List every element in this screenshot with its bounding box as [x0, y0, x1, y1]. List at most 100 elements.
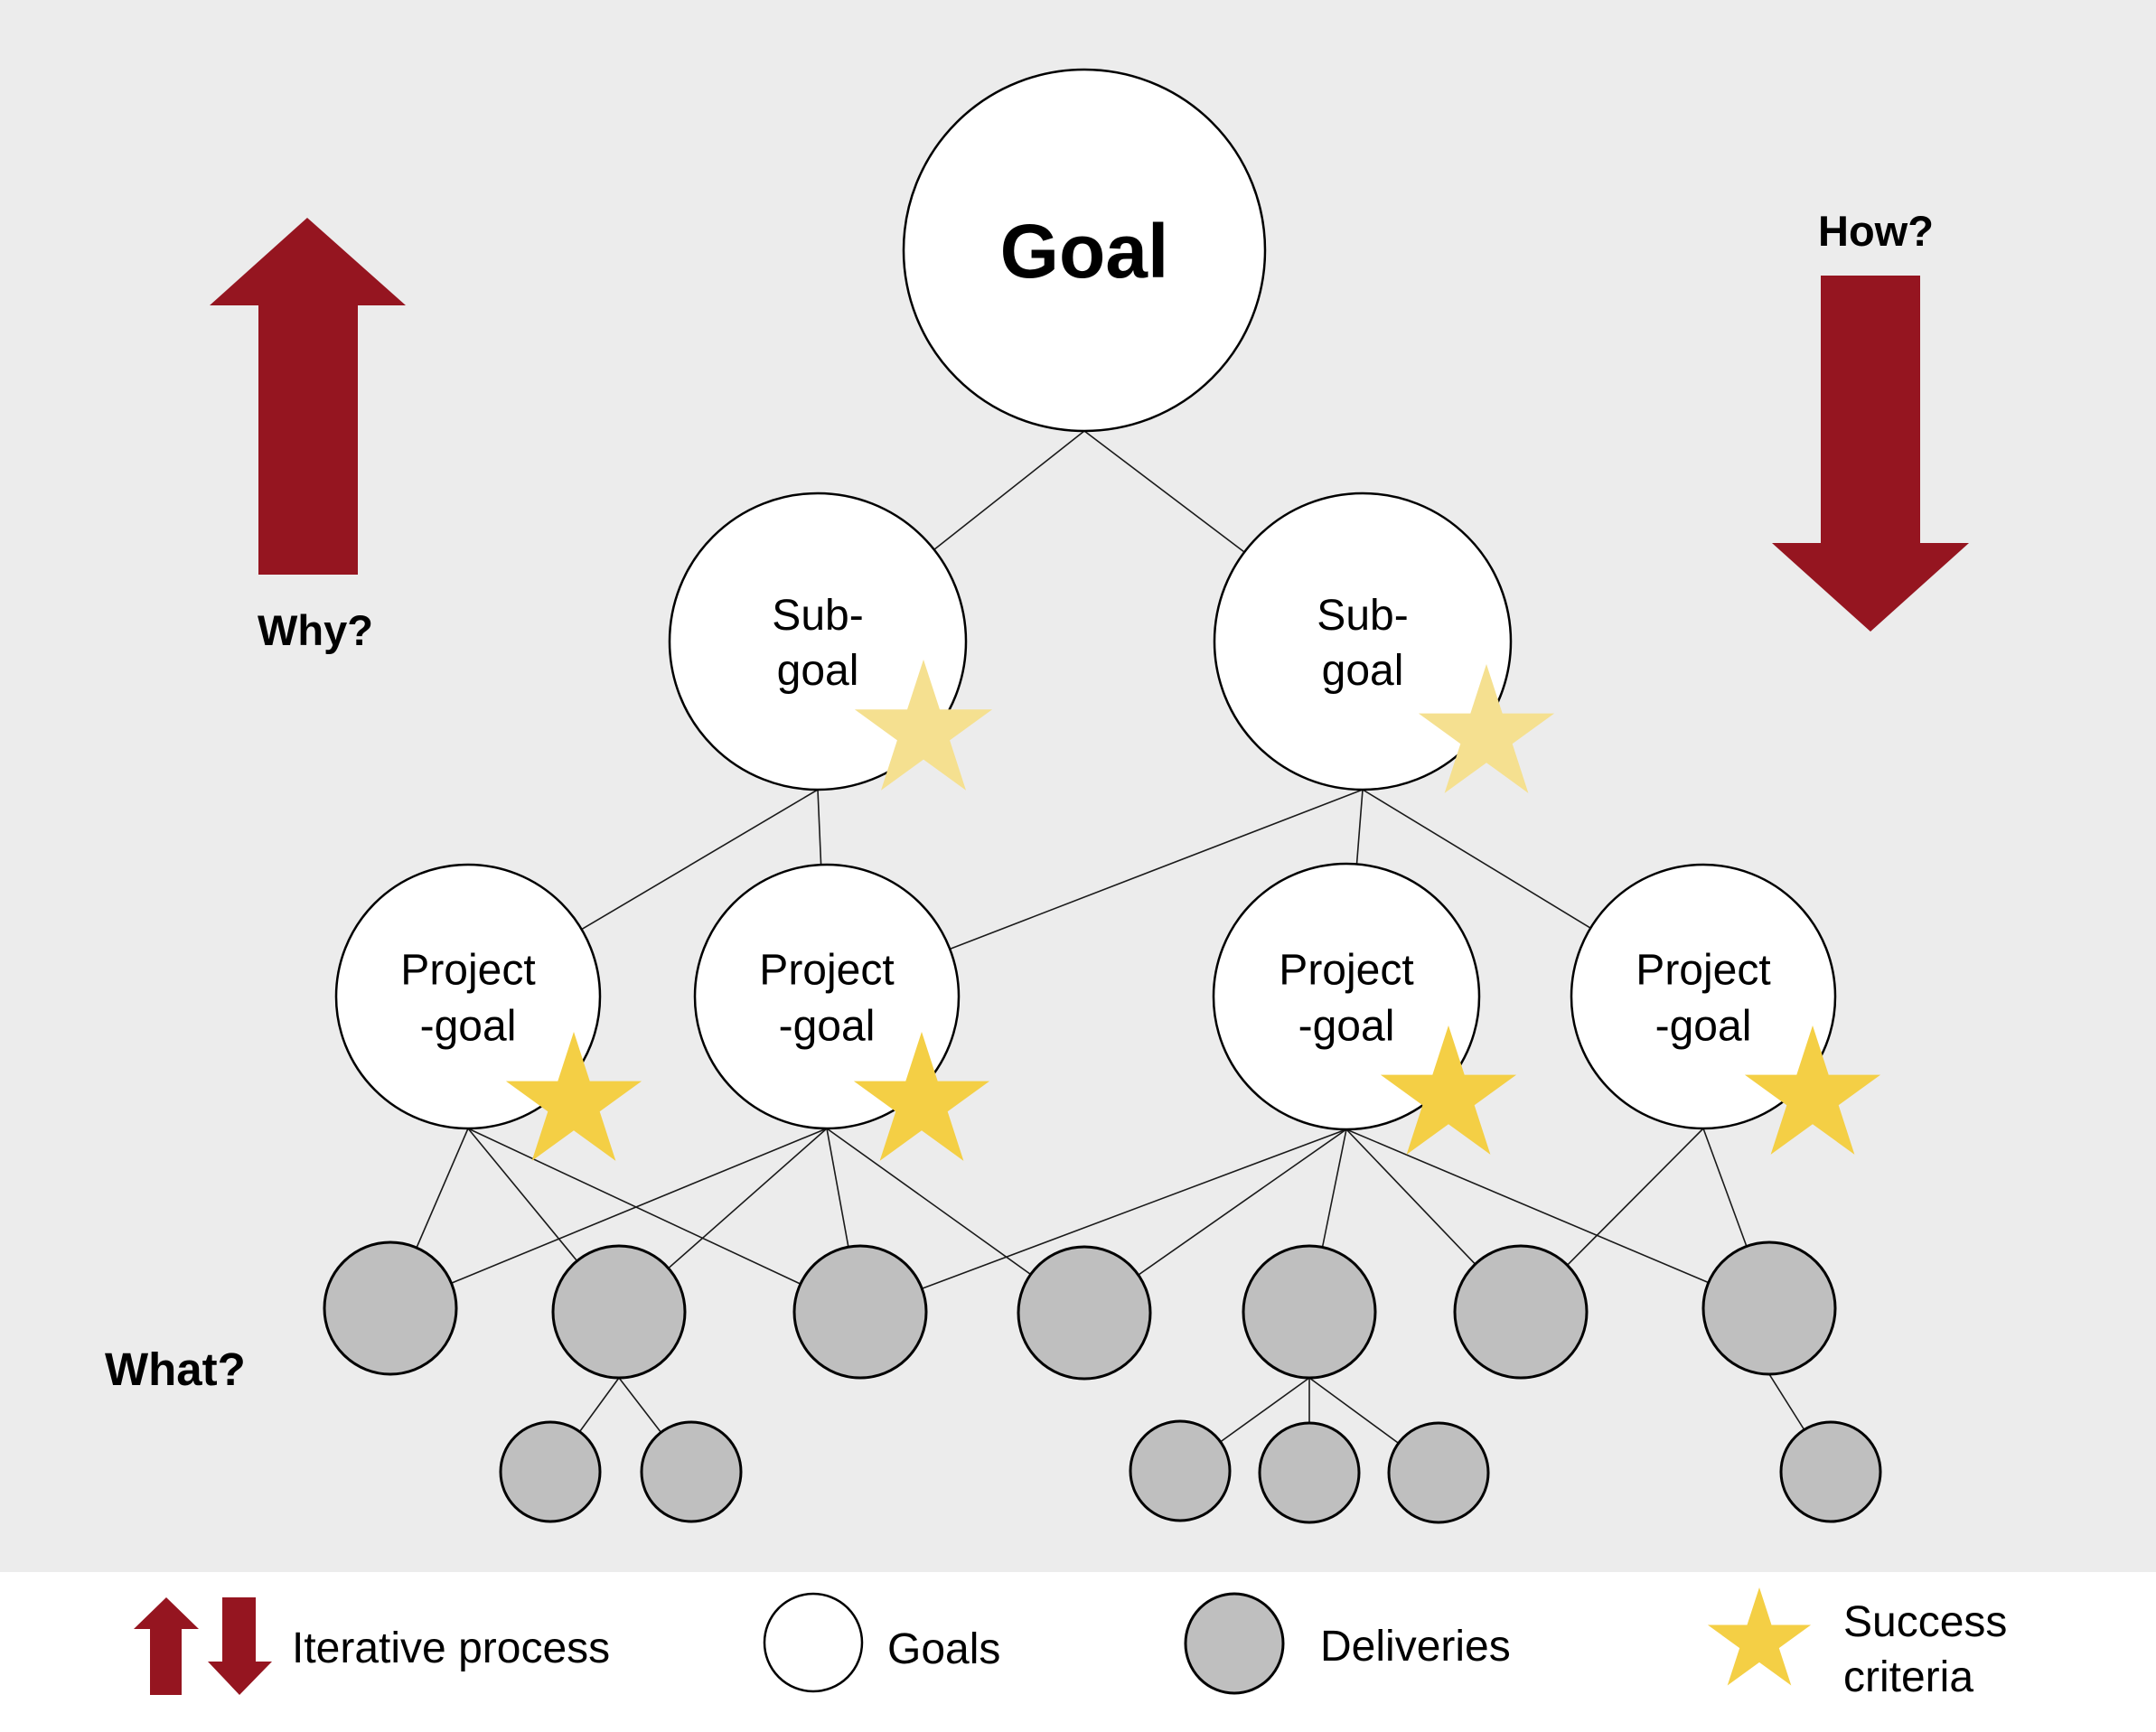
- edge-pg2-d2: [668, 1128, 828, 1269]
- project-goal-node-pg2: Project -goal: [693, 863, 961, 1130]
- delivery-node-d7: [1701, 1240, 1837, 1376]
- success-criteria-star-icon: [1418, 664, 1555, 793]
- edge-pg2-d4: [826, 1128, 1032, 1276]
- sub-goal-label: Sub-: [1317, 592, 1408, 640]
- legend-item-success: Success criteria: [1707, 1587, 2007, 1701]
- delivery-node-d5: [1242, 1244, 1377, 1380]
- goal-circle: [1570, 863, 1837, 1130]
- legend-item-goals: Goals: [763, 1592, 1000, 1693]
- success-stars: [505, 660, 1881, 1161]
- edge-sg1-pg2: [817, 789, 822, 866]
- success-criteria-star-icon: [1744, 1025, 1881, 1155]
- delivery-circle: [640, 1420, 743, 1523]
- edge-pg2-d3: [826, 1128, 849, 1248]
- delivery-circle: [1017, 1245, 1152, 1381]
- delivery-circle: [1453, 1244, 1589, 1380]
- delivery-node-s1: [499, 1420, 602, 1523]
- edge-d5-s5: [1308, 1377, 1400, 1445]
- legend-item-deliveries: Deliveries: [1184, 1592, 1511, 1695]
- edge-pg1-d3: [467, 1128, 801, 1285]
- project-goal-node-pg1: Project -goal: [334, 863, 602, 1130]
- edge-pg3-d4: [1138, 1128, 1347, 1276]
- why-up-arrow-icon: [210, 218, 406, 575]
- goal-label: Goal: [1000, 209, 1169, 294]
- edge-pg3-d5: [1321, 1128, 1347, 1248]
- goal-circle: [1212, 862, 1481, 1131]
- delivery-node-d3: [792, 1244, 928, 1380]
- legend-gray-circle-icon: [1184, 1592, 1285, 1695]
- legend-white-circle-icon: [763, 1592, 864, 1693]
- delivery-circle: [1129, 1419, 1232, 1522]
- legend-label-success-line2: criteria: [1843, 1653, 1973, 1701]
- goal-circle: [334, 863, 602, 1130]
- delivery-node-s4: [1258, 1421, 1361, 1524]
- edge-goal-sg1: [933, 430, 1085, 551]
- success-criteria-star-icon: [505, 1032, 642, 1161]
- edge-pg4-d6: [1566, 1128, 1704, 1266]
- sub-goal-label: Sub-: [772, 592, 863, 640]
- edge-pg3-d6: [1345, 1128, 1476, 1265]
- delivery-node-s6: [1779, 1420, 1882, 1523]
- delivery-node-s3: [1129, 1419, 1232, 1522]
- why-label: Why?: [258, 606, 373, 654]
- sub-goal-label: goal: [1322, 647, 1404, 695]
- edge-pg3-d3: [922, 1128, 1347, 1290]
- success-criteria-star-icon: [1380, 1025, 1517, 1155]
- edge-sg2-pg2: [949, 789, 1364, 950]
- goal-circle: [902, 68, 1267, 433]
- edge-sg2-pg3: [1355, 789, 1364, 865]
- edges: [416, 430, 1805, 1445]
- delivery-circle: [323, 1240, 458, 1376]
- edge-goal-sg2: [1083, 430, 1245, 553]
- legend-label-deliveries: Deliveries: [1320, 1623, 1511, 1671]
- delivery-circle: [1258, 1421, 1361, 1524]
- delivery-node-s5: [1387, 1421, 1490, 1524]
- how-label: How?: [1818, 207, 1934, 255]
- legend-up-arrow-icon: [134, 1597, 199, 1695]
- project-goal-label: -goal: [1655, 1002, 1752, 1050]
- sub-goal-label: goal: [777, 647, 859, 695]
- edge-pg1-d1: [416, 1128, 469, 1249]
- delivery-circle: [792, 1244, 928, 1380]
- success-criteria-star-icon: [854, 660, 993, 791]
- delivery-circle: [1242, 1244, 1377, 1380]
- delivery-node-d1: [323, 1240, 458, 1376]
- delivery-circle: [1387, 1421, 1490, 1524]
- legend-background: [0, 1572, 2156, 1732]
- project-goal-node-pg3: Project -goal: [1212, 862, 1481, 1131]
- legend-item-iterative: Iterative process: [134, 1597, 610, 1695]
- edge-d2-s2: [618, 1377, 662, 1433]
- project-goal-label: Project: [1279, 946, 1413, 994]
- edge-pg4-d7: [1702, 1128, 1748, 1247]
- delivery-circle: [1779, 1420, 1882, 1523]
- delivery-node-s2: [640, 1420, 743, 1523]
- edge-d5-s3: [1220, 1377, 1310, 1443]
- edge-d7-s6: [1768, 1373, 1805, 1430]
- project-goal-label: Project: [400, 946, 535, 994]
- how-down-arrow-icon: [1772, 276, 1969, 632]
- legend-down-arrow-icon: [208, 1597, 272, 1695]
- success-criteria-star-icon: [853, 1032, 990, 1161]
- project-goal-node-pg4: Project -goal: [1570, 863, 1837, 1130]
- project-goal-label: -goal: [779, 1002, 876, 1050]
- edge-d2-s1: [578, 1377, 620, 1433]
- edge-pg3-d7: [1345, 1128, 1710, 1284]
- legend-label-success-line1: Success: [1843, 1598, 2007, 1646]
- delivery-node-d6: [1453, 1244, 1589, 1380]
- legend-star-icon: [1707, 1587, 1812, 1686]
- project-goal-label: -goal: [420, 1002, 517, 1050]
- legend-label-goals: Goals: [887, 1625, 1000, 1673]
- project-goal-label: -goal: [1298, 1002, 1395, 1050]
- edge-pg2-d1: [451, 1128, 828, 1284]
- delivery-node-d4: [1017, 1245, 1152, 1381]
- edge-sg2-pg4: [1362, 789, 1591, 929]
- project-goal-label: Project: [759, 946, 894, 994]
- project-goal-label: Project: [1636, 946, 1770, 994]
- what-label: What?: [105, 1343, 246, 1395]
- delivery-node-d2: [551, 1244, 687, 1380]
- legend-label-iterative: Iterative process: [292, 1624, 610, 1672]
- edge-sg1-pg1: [581, 789, 819, 931]
- delivery-circle: [1701, 1240, 1837, 1376]
